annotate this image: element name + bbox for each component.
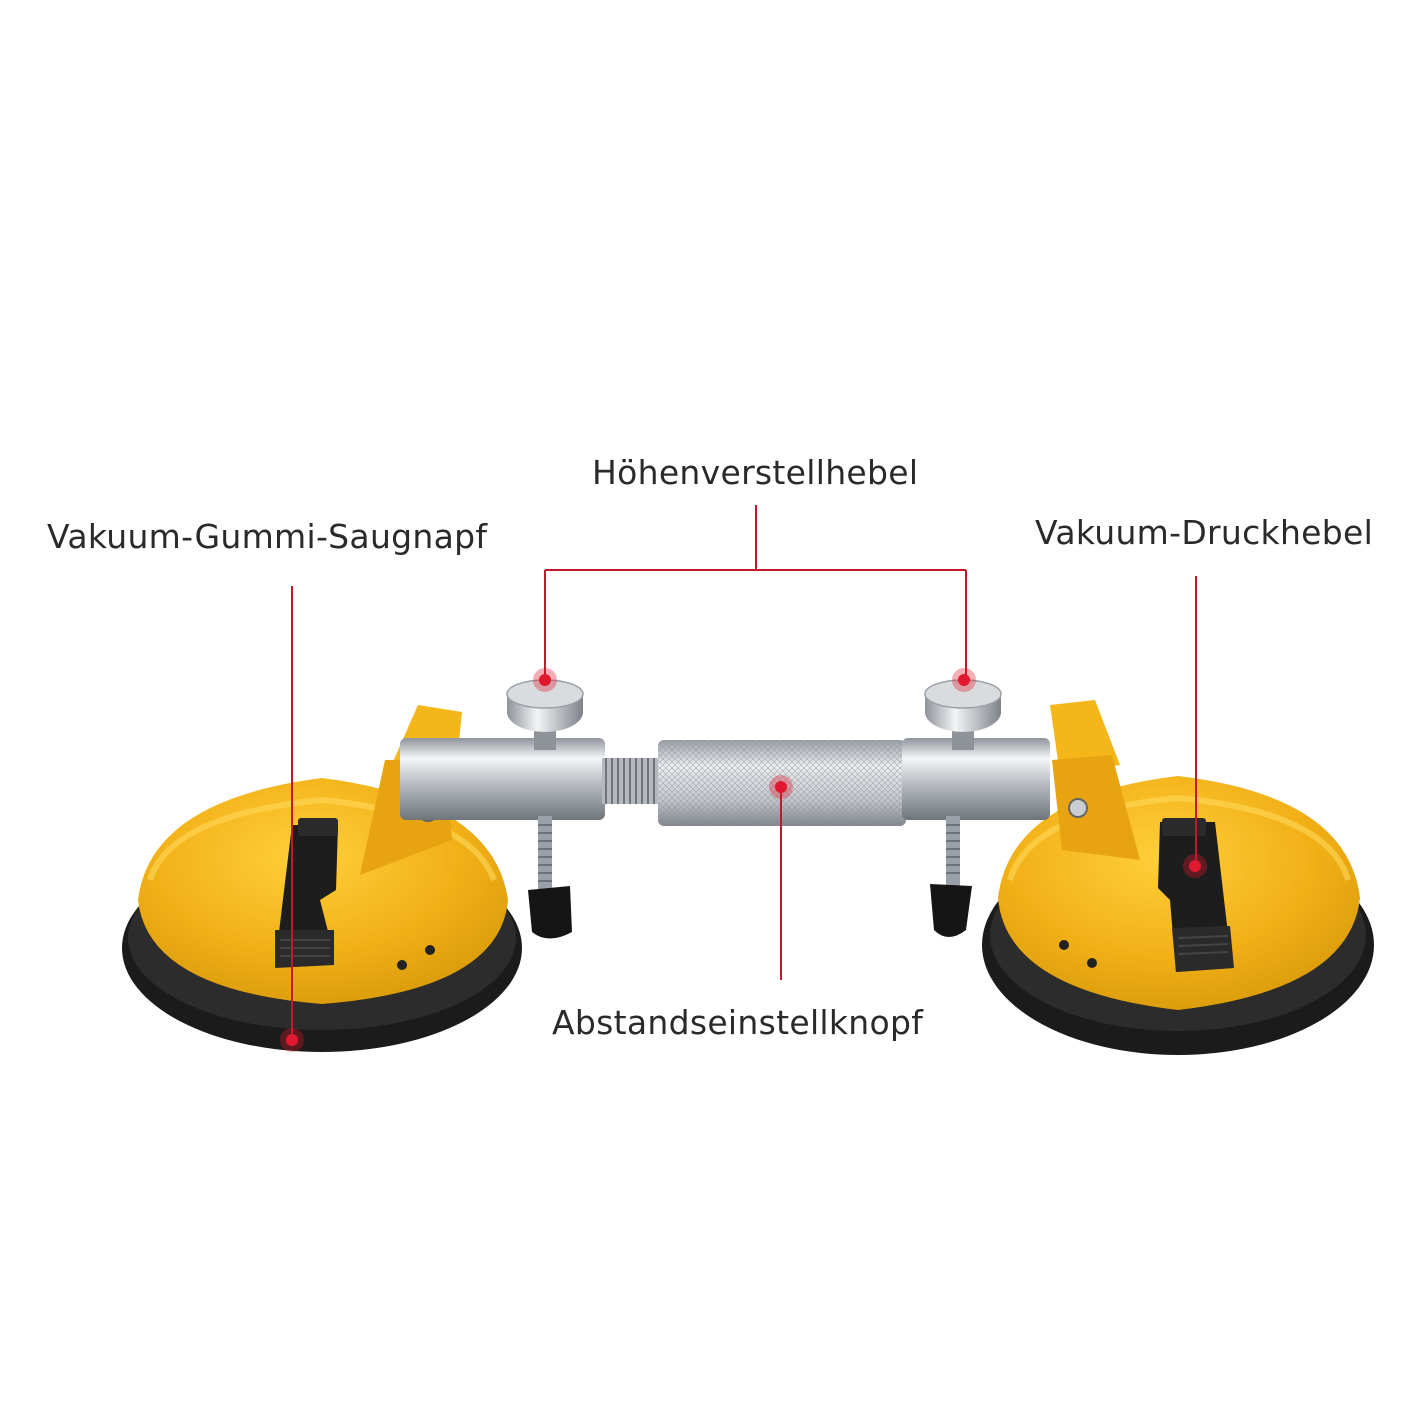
right-tube xyxy=(902,738,1050,820)
left-height-knob xyxy=(506,679,584,750)
callout-line-height xyxy=(544,505,967,678)
label-height-lever: Höhenverstellhebel xyxy=(592,453,919,492)
thread xyxy=(602,758,660,804)
right-bracket xyxy=(1050,700,1140,860)
label-pressure-lever: Vakuum-Druckhebel xyxy=(1035,513,1374,552)
adjustment-bar xyxy=(400,738,1050,826)
right-height-screw xyxy=(930,816,972,937)
left-pressure-lever xyxy=(275,818,338,968)
label-distance-knob: Abstandseinstellknopf xyxy=(552,1003,924,1042)
right-pressure-lever xyxy=(1158,818,1234,972)
callout-lines xyxy=(291,505,1197,1038)
left-height-screw xyxy=(528,816,572,939)
left-tube xyxy=(400,738,605,820)
marker-dots xyxy=(280,668,1207,1052)
label-suction-cup: Vakuum-Gummi-Saugnapf xyxy=(47,517,488,556)
right-height-knob xyxy=(924,679,1002,750)
